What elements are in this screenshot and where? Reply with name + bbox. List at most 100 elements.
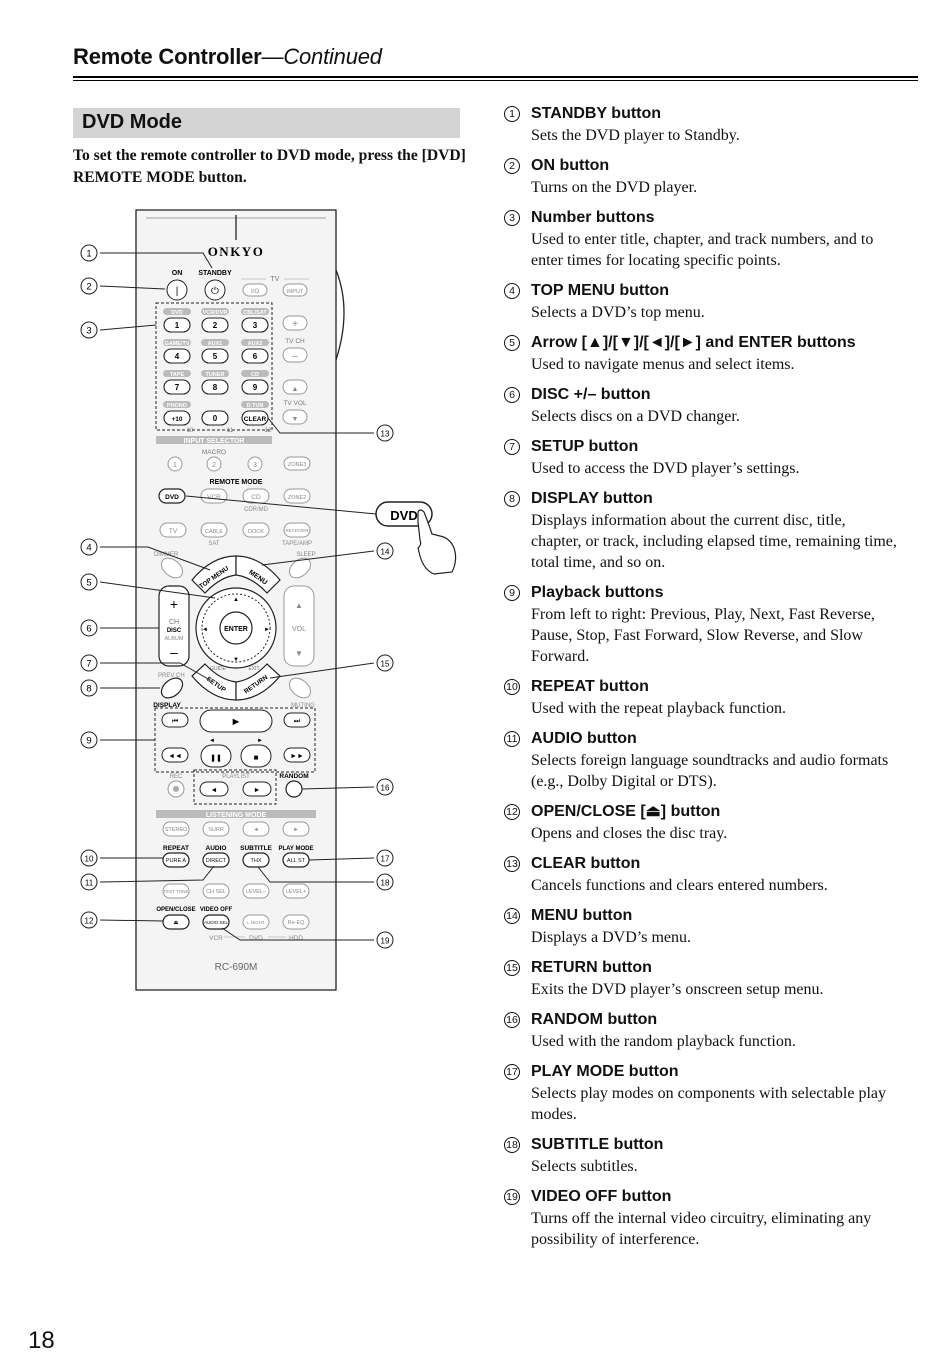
item-text: Used with the repeat playback function. (531, 700, 787, 717)
callout-marker (80, 277, 98, 295)
source-label-pill (201, 339, 229, 346)
display-button (160, 677, 184, 699)
item-number-badge: 10 (504, 679, 520, 695)
callout-marker (80, 849, 98, 867)
svg-text:SUBTITLE: SUBTITLE (240, 845, 272, 852)
svg-text:REMOTE MODE: REMOTE MODE (210, 479, 263, 486)
item-title: REPEAT button (531, 678, 649, 695)
item-text: Used to navigate menus and select items. (531, 356, 795, 373)
item-text: Displays information about the current d… (531, 512, 897, 571)
callout-marker (80, 654, 98, 672)
item-text: Turns off the internal video circuitry, … (531, 1210, 872, 1248)
svg-text:▼: ▼ (233, 657, 239, 663)
callout-leader (301, 786, 375, 790)
callout-marker (80, 538, 98, 556)
header-continued: —Continued (261, 44, 383, 69)
svg-text:ZONE2: ZONE2 (288, 495, 306, 501)
row_repeat-label: PURE A (166, 858, 187, 864)
svg-text:CDR/MD: CDR/MD (244, 507, 269, 513)
svg-text:PREV CH: PREV CH (158, 673, 185, 679)
row_test-button (162, 883, 190, 899)
svg-text:VCR: VCR (207, 494, 221, 501)
number-key-label: 9 (253, 383, 258, 392)
source-label: TUNER (206, 372, 225, 378)
svg-text:GUIDE: GUIDE (210, 666, 227, 672)
callout-number: 10 (85, 855, 94, 864)
header-title: Remote Controller (73, 44, 262, 69)
callout-number: 8 (86, 684, 91, 695)
item-number-badge: 5 (504, 335, 520, 351)
item-number-badge: 1 (504, 106, 520, 122)
svg-text:AUDIO: AUDIO (206, 845, 227, 852)
on-button (166, 279, 188, 301)
number-group-frame (155, 302, 273, 431)
svg-text:I/O: I/O (251, 289, 259, 295)
callout-leader (100, 662, 211, 681)
row_audio-button (162, 914, 190, 930)
lm_buttons-label: STEREO (165, 827, 188, 833)
callout-number: 13 (381, 430, 390, 439)
callout-leader (267, 417, 374, 434)
svg-text:PLAY MODE: PLAY MODE (278, 846, 313, 852)
row_repeat-button (202, 852, 230, 868)
callout-number: 1 (86, 249, 91, 260)
svg-text:10: 10 (187, 428, 194, 434)
item-number-badge: 19 (504, 1189, 520, 1205)
number-key-label: 7 (175, 383, 180, 392)
item-text: Turns on the DVD player. (531, 179, 698, 196)
svg-text:◄: ◄ (202, 627, 208, 633)
callout-number: 15 (381, 660, 390, 669)
svg-text:▲: ▲ (233, 597, 239, 603)
number-key-label: 1 (175, 321, 180, 330)
svg-text:SLEEP: SLEEP (296, 552, 315, 558)
callout-marker (376, 424, 394, 442)
item-title: SETUP button (531, 438, 639, 455)
item-number-badge: 7 (504, 439, 520, 455)
callout-leader (99, 581, 216, 599)
item-title-row: 7 SETUP button (503, 436, 898, 458)
number-button (201, 317, 229, 333)
enter-button (219, 611, 253, 645)
svg-text:▲: ▲ (292, 386, 299, 393)
tv-input-button (282, 283, 308, 297)
item-number-badge: 3 (504, 210, 520, 226)
source-label: AUX2 (248, 341, 263, 347)
svg-text:▲: ▲ (295, 601, 303, 610)
callout-number: 4 (86, 543, 91, 554)
callout-number: 12 (85, 917, 94, 926)
page-header: Remote Controller—Continued (73, 44, 382, 70)
row_test-label: LEVEL+ (286, 889, 306, 895)
callout-marker (376, 542, 394, 560)
svg-text:2: 2 (212, 462, 216, 469)
item-text: Sets the DVD player to Standby. (531, 127, 740, 144)
item-title: MENU button (531, 907, 633, 924)
source-label-pill (201, 370, 229, 377)
callout-leader (257, 866, 374, 883)
svg-text:DOCK: DOCK (248, 529, 264, 535)
lm_buttons-button (242, 821, 270, 837)
number-key-label: 5 (213, 352, 218, 361)
svg-text:DVD: DVD (390, 508, 417, 523)
svg-text:◄: ◄ (209, 738, 215, 744)
remote-side-bulge (335, 269, 345, 361)
item-text: Displays a DVD’s menu. (531, 929, 691, 946)
power-icon: ⏻ (211, 286, 219, 297)
source-label-pill (163, 401, 191, 408)
